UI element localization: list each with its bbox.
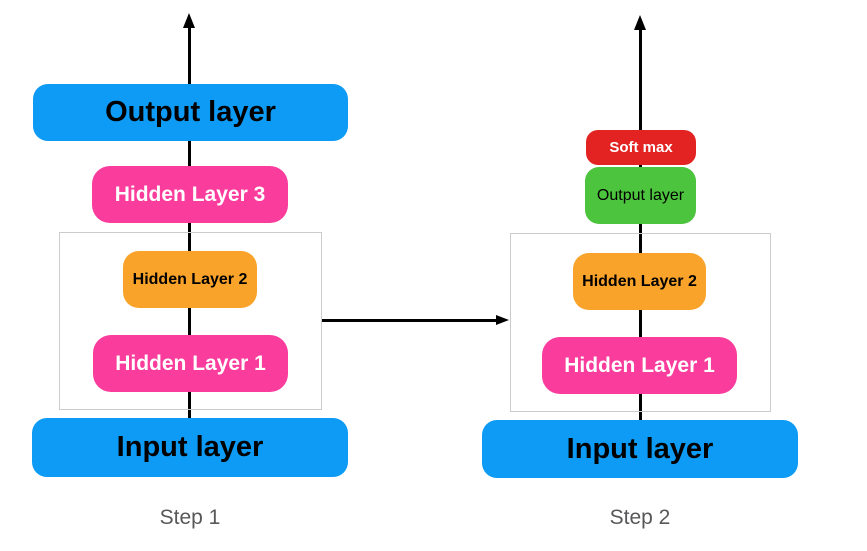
step2-hidden-layer-1-box: Hidden Layer 1: [542, 337, 737, 394]
step1-input-layer-box: Input layer: [32, 418, 348, 477]
step1-hidden-layer-1-label: Hidden Layer 1: [115, 351, 266, 375]
step1-output-layer-box: Output layer: [33, 84, 348, 141]
step2-output-layer-box: Output layer: [585, 167, 696, 224]
step2-label: Step 2: [609, 506, 671, 529]
step2-hidden-layer-2-box: Hidden Layer 2: [573, 253, 706, 310]
step1-up-arrowhead-icon: [183, 13, 195, 28]
step1-hidden-layer-2-box: Hidden Layer 2: [123, 251, 257, 308]
transfer-arrowhead-icon: [496, 315, 509, 325]
step2-hidden-layer-2-label: Hidden Layer 2: [582, 272, 697, 290]
step1-output-layer-label: Output layer: [105, 96, 276, 128]
transfer-arrow-line: [322, 319, 497, 322]
step2-input-layer-box: Input layer: [482, 420, 798, 478]
step2-up-arrow-line: [639, 26, 642, 442]
step1-hidden-layer-1-box: Hidden Layer 1: [93, 335, 288, 392]
step1-hidden-layer-3-box: Hidden Layer 3: [92, 166, 288, 223]
step2-softmax-label: Soft max: [609, 139, 673, 156]
step2-up-arrowhead-icon: [634, 15, 646, 30]
step2-softmax-box: Soft max: [586, 130, 696, 165]
step1-hidden-layer-2-label: Hidden Layer 2: [132, 270, 248, 288]
step2-output-layer-label: Output layer: [596, 186, 685, 204]
step1-input-layer-label: Input layer: [116, 431, 264, 463]
step1-label: Step 1: [159, 506, 221, 529]
step2-reused-layers-box: [510, 233, 771, 412]
step2-hidden-layer-1-label: Hidden Layer 1: [564, 353, 715, 377]
step2-input-layer-label: Input layer: [566, 432, 714, 465]
step1-reused-layers-box: [59, 232, 322, 410]
step1-hidden-layer-3-label: Hidden Layer 3: [114, 182, 266, 206]
